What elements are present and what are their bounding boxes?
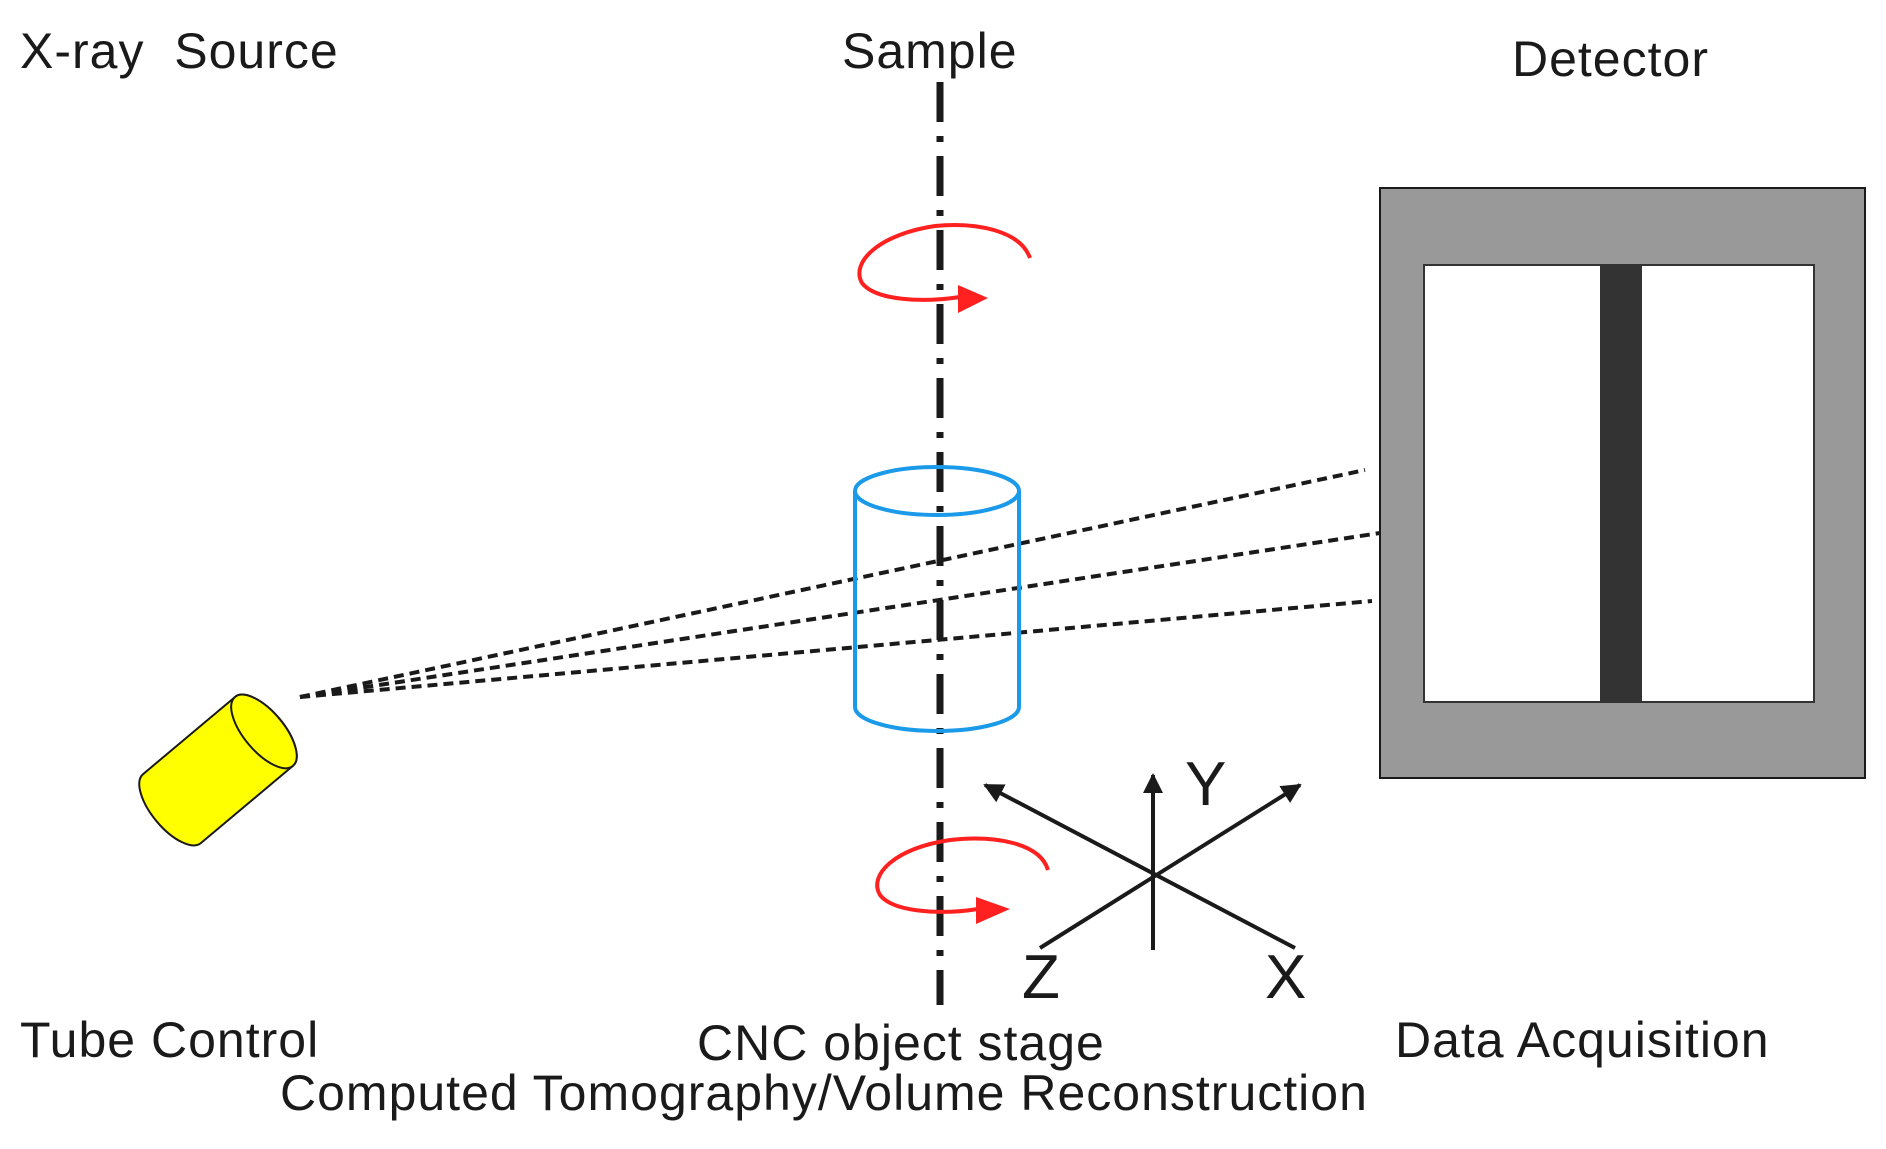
beam-ray-middle [299, 531, 1381, 699]
label-data-acquisition: Data Acquisition [1395, 1012, 1770, 1068]
xray-beam [299, 468, 1381, 699]
beam-ray-lower [299, 599, 1373, 699]
coordinate-axes [983, 773, 1302, 950]
axis-label-z: Z [1022, 943, 1060, 1012]
rotation-arrow-bottom [875, 836, 1050, 924]
label-sample: Sample [842, 23, 1018, 79]
label-xray-source: X-ray Source [20, 23, 339, 79]
label-cnc-stage: CNC object stage [697, 1015, 1105, 1071]
label-detector: Detector [1512, 31, 1709, 87]
sample-cylinder [853, 465, 1021, 733]
diag-axis-left [983, 783, 1296, 950]
label-reconstruction: Computed Tomography/Volume Reconstructio… [280, 1065, 1368, 1121]
label-tube-control: Tube Control [20, 1012, 319, 1068]
xray-tube [138, 693, 298, 847]
beam-ray-upper [299, 468, 1366, 699]
detector-strip [1600, 265, 1642, 702]
axis-label-y: Y [1185, 750, 1226, 819]
rotation-arrow-top [857, 223, 1032, 313]
axis-label-x: X [1265, 943, 1306, 1012]
detector [1379, 187, 1866, 779]
diag-axis-right [1038, 783, 1302, 950]
